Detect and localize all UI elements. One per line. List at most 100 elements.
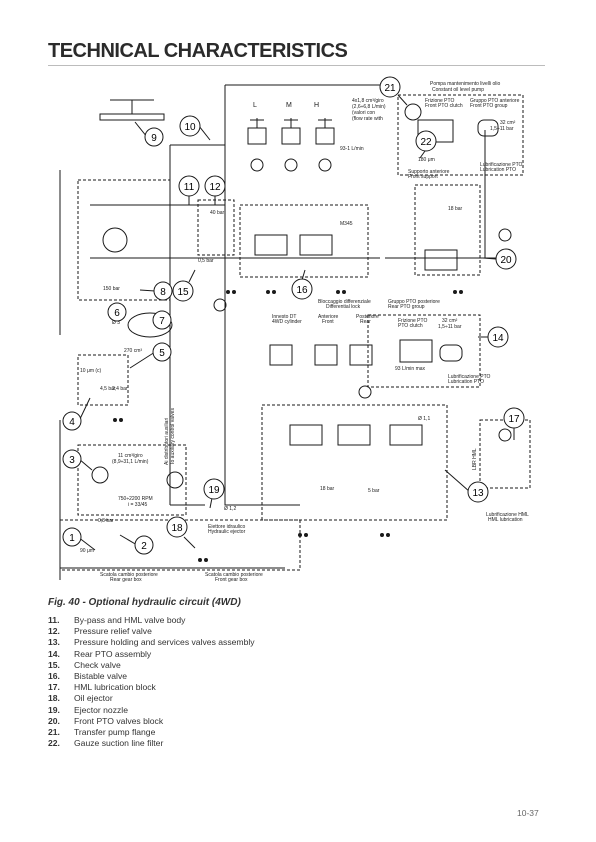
callout-17: 17 [503,407,525,440]
legend-number: 14. [48,648,60,659]
box-front-pto [397,94,524,176]
callout-8: 8 [139,281,173,301]
callout-2: 2 [119,534,154,555]
callout-5: 5 [129,342,172,369]
label-rear: Posteriore [356,314,379,320]
svg-text:11: 11 [184,182,195,193]
label-h: H [314,102,319,109]
legend-item: 17.HML lubrication block [48,682,428,693]
label-ejector-en: Hydraulic ejector [208,529,246,535]
svg-text:14: 14 [492,333,504,344]
label-ejector: Eiettore idraulico [208,524,245,530]
svg-text:3: 3 [69,455,75,466]
label-bar-b: 1,5÷11 bar [438,324,462,330]
label-bar-40: 40 bar [210,210,225,216]
legend-item: 20.Front PTO valves block [48,716,428,727]
top-feed-line [224,84,385,506]
legend-item: 19.Ejector nozzle [48,705,428,716]
label-m: M [286,102,292,109]
figure-caption: Fig. 40 - Optional hydraulic circuit (4W… [48,597,241,608]
callout-7: 7 [152,310,172,330]
label-diff-lock-en: Differential lock [326,304,361,310]
box-services [261,404,448,521]
label-bar-05: 0,5 bar [198,258,214,264]
label-bar-03: 0,3 bar [98,518,114,524]
label-to-aux-en: To auxiliary control valves [170,408,176,465]
label-filter-a: 180 μm [418,157,435,163]
legend-item: 14.Rear PTO assembly [48,649,428,660]
label-front-support: Supporto anteriore [408,169,450,175]
label-suction: 90 μm [80,548,94,554]
svg-text:16: 16 [296,285,308,296]
svg-text:18: 18 [171,523,183,534]
label-bar-18-b: 18 bar [320,486,335,492]
callout-3: 3 [62,449,93,471]
right-line [385,130,510,259]
svg-text:20: 20 [500,255,512,266]
callout-16: 16 [291,269,313,300]
label-bar-18-a: 18 bar [448,206,463,212]
label-rear-box2: Scatola cambio posteriore [205,572,263,578]
legend-item: 18.Oil ejector [48,693,428,704]
legend-item: 15.Check valve [48,660,428,671]
label-front-pto-clutch-en: Front PTO clutch [425,103,463,109]
svg-text:15: 15 [177,287,189,298]
label-m345: M345 [340,221,353,227]
legend-number: 21. [48,727,60,738]
legend-number: 12. [48,626,60,637]
label-rear-clutch-en: PTO clutch [398,323,423,329]
label-d12: Ø 1,2 [224,506,236,512]
callout-18: 18 [166,516,196,549]
svg-text:13: 13 [472,488,484,499]
label-hml-lub: Lubrificazione HML [486,512,529,518]
label-front-pto-clutch: Frizione PTO [425,98,454,104]
callout-13: 13 [444,469,489,503]
callout-1: 1 [62,527,96,551]
box-front-pto-valves [414,184,481,276]
legend-item: 22.Gauze suction line filter [48,738,428,749]
svg-text:4: 4 [69,417,75,428]
svg-text:21: 21 [384,83,396,94]
legend-text: Pressure holding and services valves ass… [74,637,255,648]
legend-text: Gauze suction line filter [74,738,164,749]
label-pump-title-en: Constant oil level pump [432,87,484,93]
svg-text:5: 5 [159,348,165,359]
svg-text:17: 17 [508,414,520,425]
callout-14: 14 [478,326,509,348]
label-hml-lub-en: HML lubrication [488,517,523,523]
label-front-en: Front [322,319,334,325]
label-rear-box: Scatola cambio posteriore [100,572,158,578]
svg-text:9: 9 [151,133,157,144]
label-cm3-270: 270 cm³ [124,348,142,354]
legend-item: 13. Pressure holding and services valves … [48,637,428,648]
legend-item: 21. Transfer pump flange [48,727,428,738]
svg-text:7: 7 [159,316,165,327]
label-diff-lock: Bloccaggio differenziale [318,299,371,305]
label-pump-flow1: 11 cm³/giro [118,453,143,459]
label-dt-en: 4WD cylinder [272,319,302,325]
legend-text: Transfer pump flange [74,727,156,738]
svg-text:22: 22 [420,137,432,148]
box-rear-pto [367,314,481,388]
svg-text:8: 8 [160,287,166,298]
svg-text:10: 10 [184,122,196,133]
label-rear-box-en: Rear gear box [110,577,142,583]
legend-item: 16. Bistable valve [48,671,428,682]
label-bar-24: 2,4 bar [112,386,128,392]
legend-text: Ejector nozzle [74,704,128,715]
bus-line [90,204,380,259]
label-pump-flow2: (8,9÷31,1 L/min) [112,459,149,465]
legend-text: Front PTO valves block [74,715,164,726]
legend-text: Bistable valve [74,671,128,682]
legend-number: 16. [48,671,60,682]
legend-number: 13. [48,637,60,648]
callouts: 1 2 3 4 5 6 7 8 9 10 11 12 13 14 15 16 1… [62,76,525,555]
legend-number: 15. [48,659,60,670]
label-front-pto-group-en: Front PTO group [470,103,508,109]
label-front-pto-group: Gruppo PTO anteriore [470,98,520,104]
callout-6: 6 [107,302,127,322]
label-rear-pto-group: Gruppo PTO posteriore [388,299,440,305]
legend-list: 11.By-pass and HML valve body 12.Pressur… [48,615,428,749]
label-ratio: i = 33/45 [128,502,148,508]
